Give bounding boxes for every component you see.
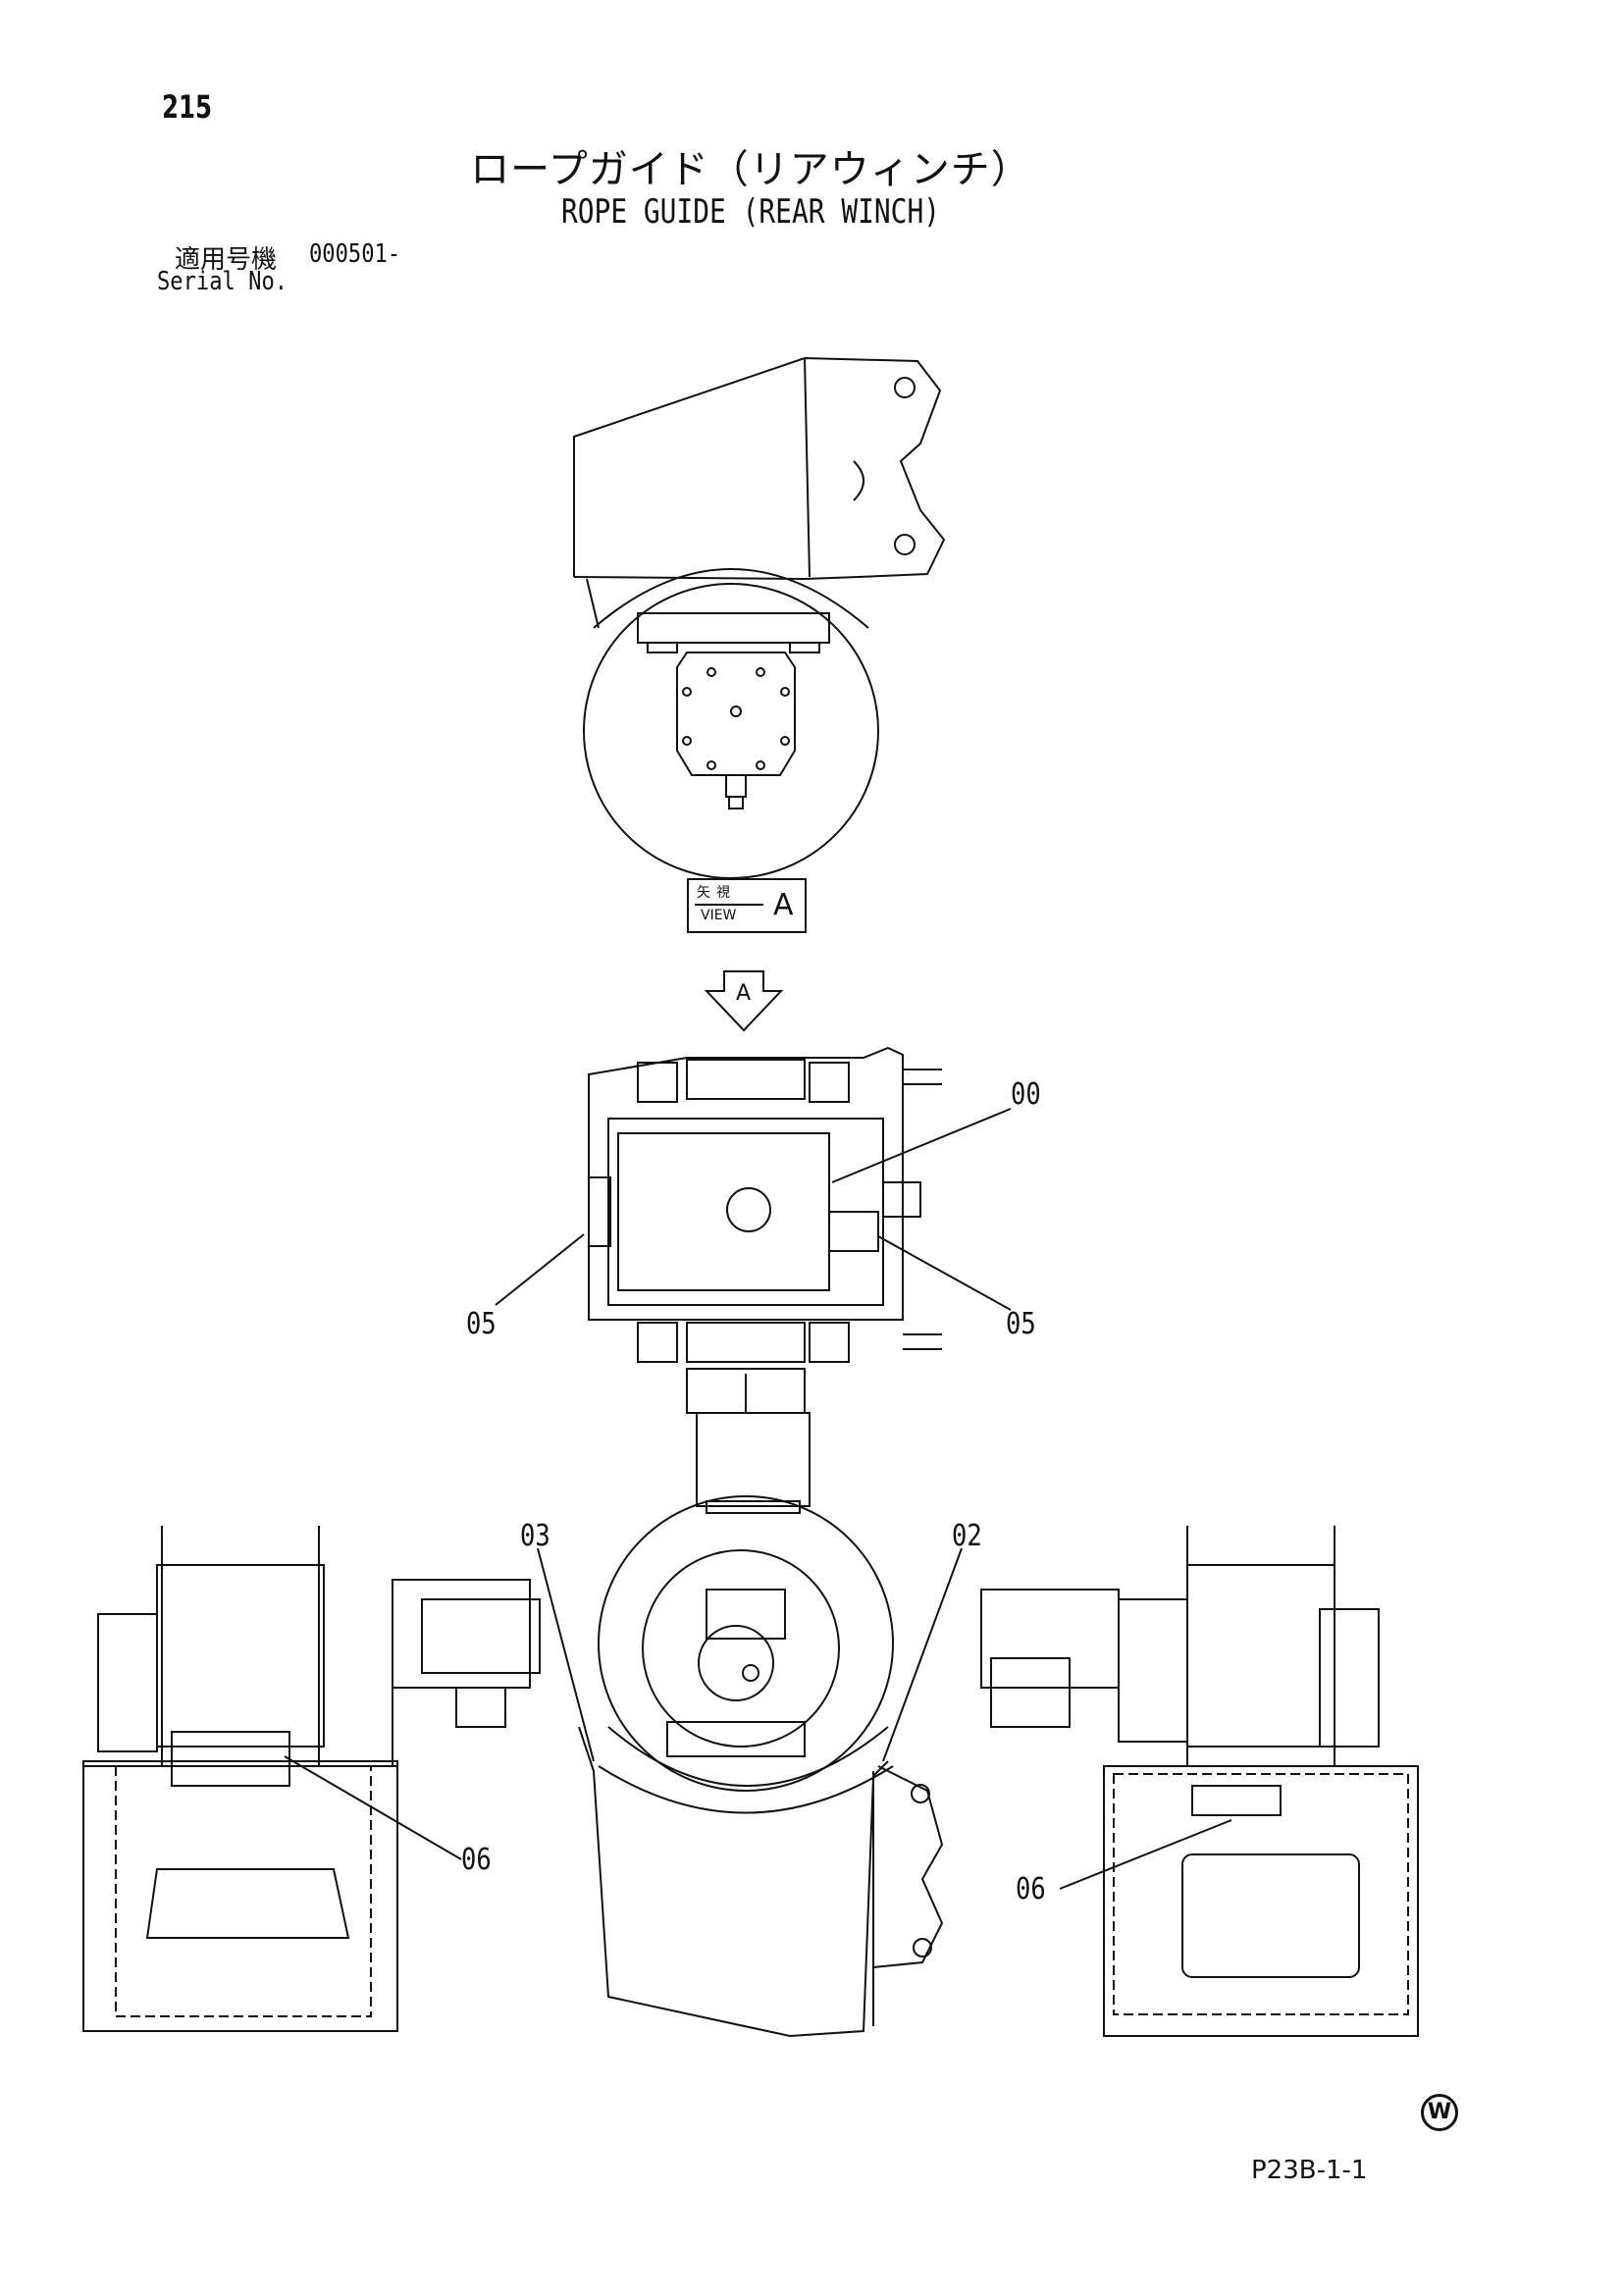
callout-06-right: 06 <box>1016 1872 1046 1906</box>
view-label-letter: A <box>773 888 794 922</box>
callout-00: 00 <box>1011 1077 1041 1112</box>
title-english: ROPE GUIDE (REAR WINCH) <box>560 192 941 232</box>
leader-02 <box>882 1547 963 1762</box>
side-view-a <box>573 356 946 879</box>
leader-03 <box>537 1547 595 1762</box>
leader-06-left <box>284 1755 462 1860</box>
leader-05-right <box>877 1235 1012 1311</box>
right-side-view <box>980 1526 1419 2037</box>
serial-number-value: 000501- <box>309 239 401 269</box>
callout-06-left: 06 <box>461 1843 492 1877</box>
view-a-label-box: 矢視 VIEW A <box>687 878 807 933</box>
leader-00 <box>831 1108 1012 1183</box>
view-label-divider <box>695 904 763 906</box>
callout-05-left: 05 <box>466 1307 497 1341</box>
page-number: 215 <box>162 88 213 126</box>
front-view <box>578 1495 944 2038</box>
arrow-letter: A <box>736 981 752 1006</box>
callout-03: 03 <box>520 1519 550 1553</box>
view-label-japanese: 矢視 <box>697 885 736 901</box>
view-a-arrow <box>704 970 784 1032</box>
leader-05-left <box>495 1233 585 1306</box>
serial-label-english: Serial No. <box>157 267 288 296</box>
drawing-code: P23B-1-1 <box>1251 2156 1368 2185</box>
view-label-english: VIEW <box>701 908 737 923</box>
plan-view <box>588 1046 942 1514</box>
left-side-view <box>82 1526 541 2032</box>
callout-05-right: 05 <box>1006 1307 1036 1341</box>
callout-02: 02 <box>952 1519 982 1553</box>
title-japanese: ロープガイド（リアウィンチ） <box>470 147 1031 192</box>
serial-label-japanese: 適用号機 <box>175 245 278 275</box>
w-mark-badge: W <box>1421 2094 1458 2131</box>
leader-06-right <box>1059 1819 1232 1890</box>
